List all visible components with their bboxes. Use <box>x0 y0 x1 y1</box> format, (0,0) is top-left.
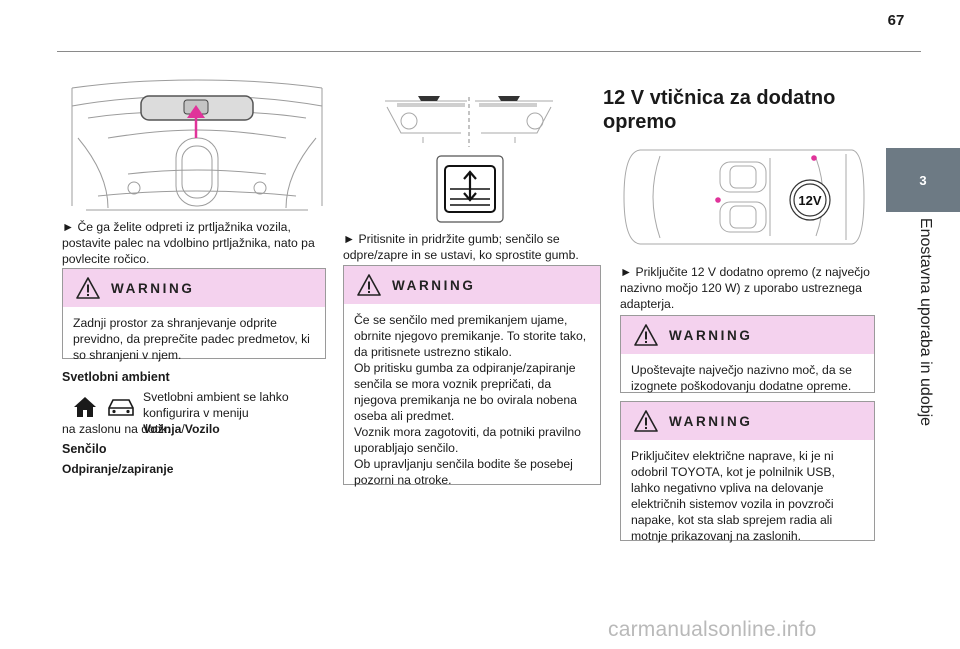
socket-instruction: ► Priključite 12 V dodatno opremo (z naj… <box>620 265 870 311</box>
warning-title: WARNING <box>111 280 195 296</box>
watermark: carmanualsonline.info <box>608 618 817 641</box>
warning-triangle-icon <box>634 410 658 432</box>
warning-box-power: WARNING Upoštevajte največjo nazivno moč… <box>620 315 875 393</box>
warning-title: WARNING <box>669 413 753 429</box>
car-icon <box>108 399 134 416</box>
ambient-heading: Svetlobni ambient <box>62 370 170 384</box>
warning-text: Priključitev električne naprave, ki je n… <box>631 449 835 543</box>
menu-vozja: Vožnja <box>143 422 182 436</box>
ambient-text: Svetlobni ambient se lahko konfigurira v… <box>143 389 328 437</box>
warning-line-2: Ob pritisku gumba za odpiranje/zapiranje… <box>354 361 577 423</box>
warning-title: WARNING <box>392 277 476 293</box>
warning-header: WARNING <box>63 269 325 307</box>
open-close-heading: Odpiranje/zapiranje <box>62 462 174 476</box>
trunk-instruction: ► Če ga želite odpreti iz prtljažnika vo… <box>62 220 315 266</box>
warning-line-4: Ob upravljanju senčila bodite še posebej… <box>354 457 573 487</box>
car-topview-illustration: 12V <box>620 144 866 250</box>
warning-header: WARNING <box>344 266 600 304</box>
header-rule <box>57 51 921 52</box>
warning-header: WARNING <box>621 402 874 440</box>
warning-header: WARNING <box>621 316 874 354</box>
warning-box-storage: WARNING Zadnji prostor za shranjevanje o… <box>62 268 326 362</box>
warning-text: Zadnji prostor za shranjevanje odprite p… <box>73 316 310 362</box>
socket-12v-icon: 12V <box>789 179 831 221</box>
sunshade-switch-icon <box>436 155 504 223</box>
warning-text: Upoštevajte največjo nazivno moč, da se … <box>631 363 852 393</box>
ambient-text-cont: na zaslonu na dotik. <box>62 422 171 436</box>
warning-text: Če se senčilo med premikanjem ujame, obr… <box>344 304 600 496</box>
home-icon <box>74 397 96 417</box>
sencilo-heading: Senčilo <box>62 442 107 456</box>
socket-label: 12V <box>798 193 821 208</box>
warning-title: WARNING <box>669 327 753 343</box>
warning-triangle-icon <box>634 324 658 346</box>
warning-triangle-icon <box>76 277 100 299</box>
menu-slash: / <box>181 422 185 436</box>
warning-box-sunshade: WARNING Če se senčilo med premikanjem uj… <box>343 265 601 487</box>
trunk-mirror-illustration <box>68 78 326 218</box>
page-number: 67 <box>887 12 905 29</box>
menu-vozilo: Vozilo <box>184 422 220 436</box>
sunshade-illustration <box>383 93 555 151</box>
socket-heading: 12 V vtičnica za dodatno opremo <box>603 87 836 133</box>
chapter-title: Enostavna uporaba in udobje <box>917 217 934 427</box>
warning-triangle-icon <box>357 274 381 296</box>
ambient-text-a: Svetlobni ambient se lahko konfigurira v… <box>143 390 289 420</box>
warning-box-usb: WARNING Priključitev električne naprave,… <box>620 401 875 543</box>
chapter-number: 3 <box>919 172 927 188</box>
warning-line-1: Če se senčilo med premikanjem ujame, obr… <box>354 313 587 359</box>
chapter-tab[interactable]: 3 <box>886 148 960 212</box>
warning-line-3: Voznik mora zagotoviti, da potniki pravi… <box>354 425 581 455</box>
sunshade-instruction: ► Pritisnite in pridržite gumb; senčilo … <box>343 232 579 262</box>
